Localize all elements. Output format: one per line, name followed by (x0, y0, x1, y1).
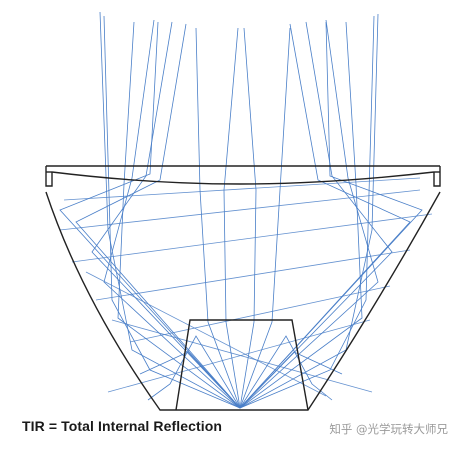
light-ray (117, 21, 241, 409)
light-ray (99, 11, 241, 409)
light-ray (103, 15, 241, 409)
light-ray (195, 27, 241, 409)
lens-top-curve (51, 171, 435, 185)
light-ray (239, 19, 379, 409)
watermark-text: 知乎 @光学玩转大师兄 (329, 422, 448, 436)
tir-lens-outline (45, 165, 441, 411)
light-ray (239, 27, 257, 409)
light-ray (107, 319, 371, 393)
light-ray (129, 285, 391, 343)
diagram-caption: TIR = Total Internal Reflection (22, 418, 223, 434)
light-rays (59, 11, 433, 409)
lens-right-flange (433, 166, 441, 187)
light-ray (95, 249, 411, 301)
light-ray (91, 21, 241, 409)
lens-left-flange (45, 166, 53, 187)
light-ray (85, 271, 327, 397)
light-ray (239, 21, 423, 409)
light-ray (71, 213, 433, 263)
light-ray (147, 335, 241, 409)
light-ray (239, 21, 363, 409)
light-ray (239, 351, 343, 409)
light-ray (239, 15, 375, 409)
light-ray (59, 189, 421, 231)
light-ray (239, 23, 411, 409)
light-ray (239, 21, 393, 409)
light-ray (75, 23, 241, 409)
light-ray (111, 319, 373, 393)
lens-outer-profile (45, 191, 441, 411)
light-ray (63, 177, 421, 201)
central-cavity (175, 319, 309, 411)
light-ray (59, 21, 241, 409)
light-ray (139, 351, 241, 409)
light-ray (103, 19, 241, 409)
light-ray (239, 27, 291, 409)
light-ray (223, 27, 241, 409)
